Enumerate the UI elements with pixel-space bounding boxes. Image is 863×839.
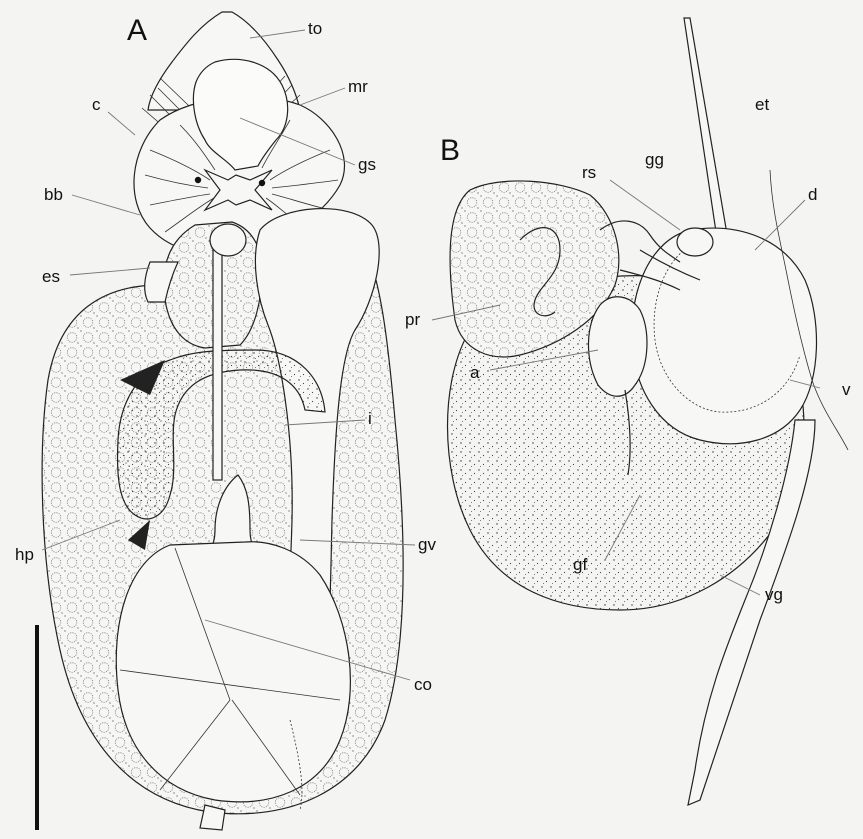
label-d: d bbox=[808, 185, 817, 204]
label-mr: mr bbox=[348, 77, 368, 96]
panel-label-b: B bbox=[440, 134, 460, 167]
bottom-capsule bbox=[116, 542, 350, 802]
radular-nodule bbox=[210, 224, 246, 256]
appendix bbox=[588, 297, 646, 396]
label-es: es bbox=[42, 267, 60, 286]
label-c: c bbox=[92, 95, 101, 114]
label-gs: gs bbox=[358, 155, 376, 174]
label-gf: gf bbox=[573, 555, 587, 574]
label-to: to bbox=[308, 19, 322, 38]
label-et: et bbox=[755, 95, 769, 114]
label-bb: bb bbox=[44, 185, 63, 204]
label-co: co bbox=[414, 675, 432, 694]
label-pr: pr bbox=[405, 310, 420, 329]
label-v: v bbox=[842, 380, 851, 399]
genital-ganglion bbox=[677, 228, 713, 256]
label-hp: hp bbox=[15, 545, 34, 564]
panel-label-a: A bbox=[127, 14, 147, 47]
posterior-tip bbox=[200, 805, 225, 830]
label-a: a bbox=[470, 363, 480, 382]
eye-right bbox=[259, 180, 265, 186]
median-stem bbox=[213, 245, 222, 480]
label-gv: gv bbox=[418, 535, 436, 554]
label-rs: rs bbox=[582, 163, 596, 182]
scale-bar bbox=[35, 625, 39, 830]
eye-left bbox=[195, 177, 201, 183]
label-vg: vg bbox=[765, 585, 783, 604]
label-gg: gg bbox=[645, 150, 664, 169]
panel-b-drawing bbox=[448, 18, 849, 805]
label-i: i bbox=[368, 409, 372, 428]
